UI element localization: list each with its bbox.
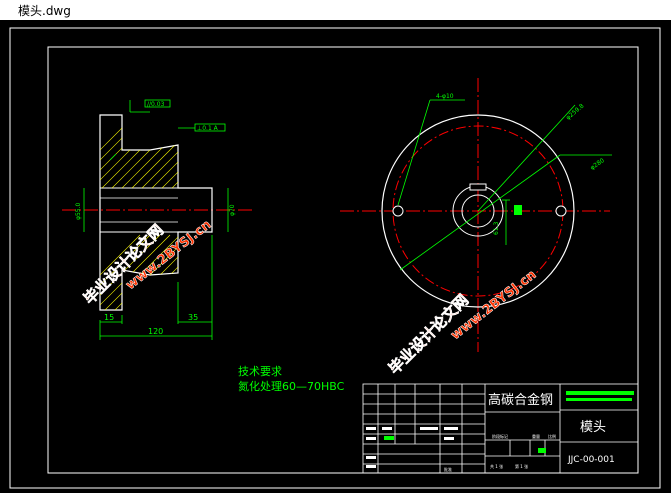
inner-frame — [47, 46, 639, 474]
tb-stage-mark: 阶段标记 — [492, 433, 508, 439]
tb-sheets-total: 共 1 张 — [490, 463, 503, 469]
drawing-svg[interactable]: //0.03 ⊥0.1 A φ55.0 φ70 15 35 120 4-φ10 … — [0, 20, 671, 493]
dim-keyway: 61.3 — [493, 221, 500, 235]
perpendicular-callout: ⊥0.1 A — [197, 125, 219, 132]
title-block — [362, 383, 639, 474]
tb-weight: 重量 — [532, 433, 540, 439]
tb-approve: 批准 — [444, 466, 452, 472]
dim-15: 15 — [104, 313, 114, 322]
dim-bore-left: φ55.0 — [75, 203, 82, 221]
outer-frame — [9, 27, 661, 489]
dim-outer: φ280 — [589, 157, 606, 172]
front-view — [340, 78, 612, 352]
notes-line1: 氮化处理60—70HBC — [238, 379, 345, 393]
notes-heading: 技术要求 — [238, 365, 282, 378]
dim-35: 35 — [188, 313, 198, 322]
watermark-group: 毕业设计论文网 www.2BYSJ.cn 毕业设计论文网 www.2BYSJ.c… — [80, 217, 540, 378]
cad-canvas[interactable]: //0.03 ⊥0.1 A φ55.0 φ70 15 35 120 4-φ10 … — [0, 20, 671, 493]
material-label: 高碳合金钢 — [488, 392, 553, 408]
dim-hole: 4-φ10 — [436, 93, 454, 100]
drawing-number: JJC-00-001 — [567, 455, 615, 465]
tb-scale: 比例 — [548, 433, 556, 439]
part-name: 模头 — [580, 420, 606, 435]
dim-bore-right: φ70 — [229, 204, 236, 216]
dim-120: 120 — [148, 327, 163, 336]
tb-sheet-no: 第 1 张 — [515, 463, 528, 469]
flatness-callout: //0.03 — [147, 101, 165, 108]
title-block-fills — [366, 391, 634, 468]
window-title: 模头.dwg — [18, 4, 71, 18]
window-titlebar: 模头.dwg — [0, 0, 671, 21]
